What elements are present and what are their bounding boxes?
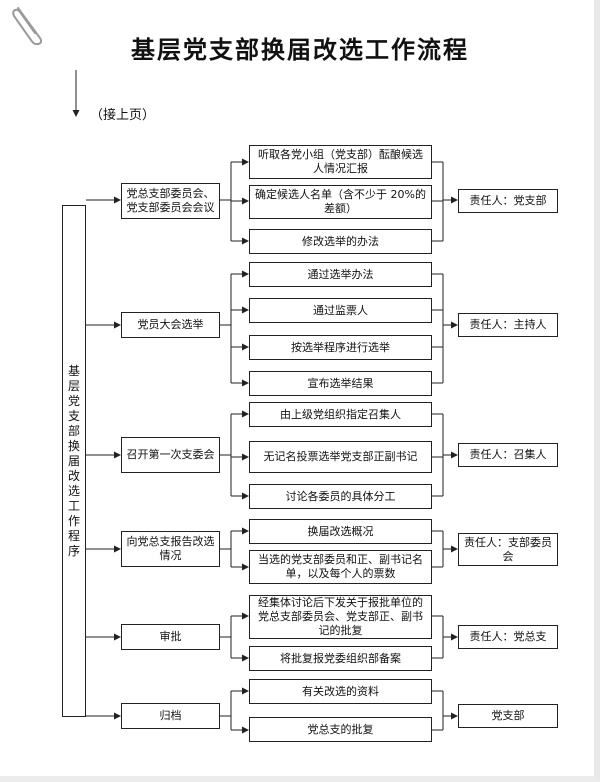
responsible-box: 责任人：党总支 [458, 625, 558, 649]
stage-label-member-election: 党员大会选举 [121, 312, 220, 338]
step-box: 通过监票人 [249, 298, 432, 323]
main-process-box: 基层党支部换届改选工作程序 [62, 205, 86, 717]
stage-label-archive: 归档 [121, 703, 220, 729]
stage-label-approval: 审批 [121, 624, 220, 650]
step-box: 按选举程序进行选举 [249, 335, 432, 360]
responsible-box: 责任人：支部委员会 [458, 533, 558, 566]
step-box: 确定候选人名单（含不少于 20%的差额） [249, 185, 432, 219]
continued-from-previous-page: （接上页） [90, 108, 156, 123]
step-box: 宣布选举结果 [249, 371, 432, 396]
step-box: 通过选举办法 [249, 262, 432, 287]
stage-label-first-committee: 召开第一次支委会 [121, 437, 220, 473]
step-box: 由上级党组织指定召集人 [249, 402, 432, 427]
step-box: 经集体讨论后下发关于报批单位的党总支部委员会、党支部正、副书记的批复 [249, 595, 432, 639]
responsible-box: 责任人：党支部 [458, 189, 558, 213]
responsible-box: 党支部 [458, 704, 558, 728]
step-box: 党总支的批复 [249, 717, 432, 742]
step-box: 当选的党支部委员和正、副书记名单，以及每个人的票数 [249, 550, 432, 584]
step-box: 换届改选概况 [249, 519, 432, 544]
stage-label-report: 向党总支报告改选情况 [121, 531, 220, 567]
step-box: 有关改选的资料 [249, 679, 432, 704]
responsible-box: 责任人：召集人 [458, 443, 558, 467]
paperclip-icon [12, 7, 43, 46]
step-box: 听取各党小组（党支部）酝酿候选人情况汇报 [249, 145, 432, 179]
step-box: 将批复报党委组织部备案 [249, 646, 432, 671]
main-process-label: 基层党支部换届改选工作程序 [67, 363, 80, 558]
step-box: 修改选举的办法 [249, 229, 432, 254]
page-title: 基层党支部换届改选工作流程 [131, 35, 469, 64]
step-box: 讨论各委员的具体分工 [249, 484, 432, 509]
step-box: 无记名投票选举党支部正副书记 [249, 441, 432, 473]
stage-label-committee-meeting: 党总支部委员会、党支部委员会会议 [121, 183, 220, 219]
responsible-box: 责任人：主持人 [458, 313, 558, 337]
